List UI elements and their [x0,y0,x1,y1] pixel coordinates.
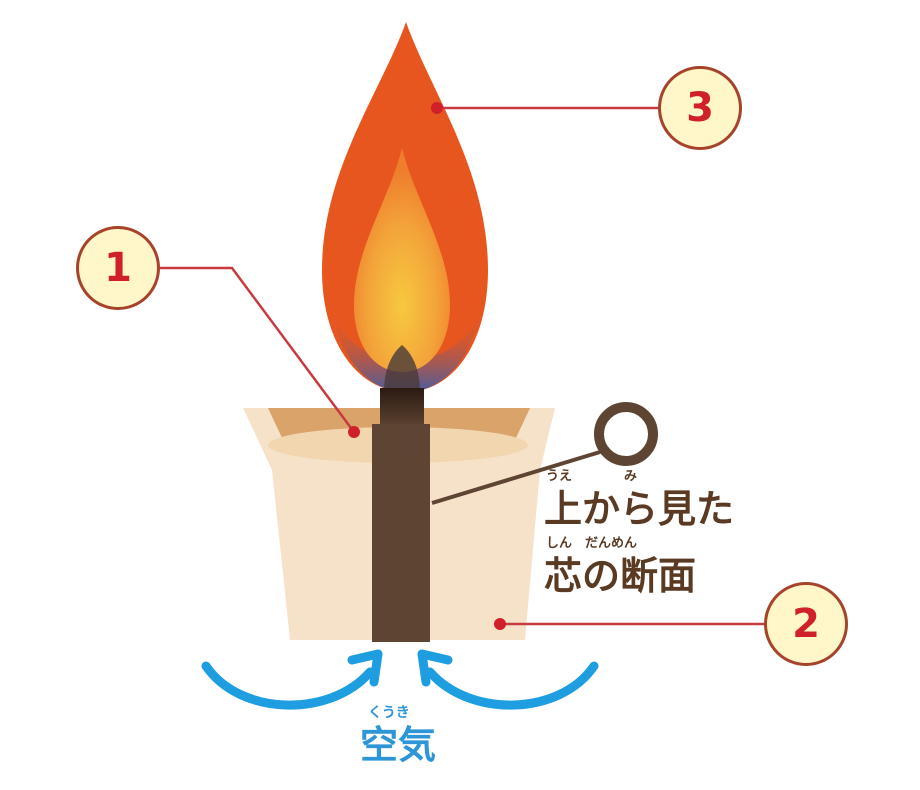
air-ruby: くうき [368,705,410,721]
cross-section-label-line2: 芯の断面 [544,554,697,598]
wick-burnt-top [380,388,424,428]
callout-1-badge: 1 [76,226,160,310]
cross-section-leader-line [431,450,601,505]
cross-section-label-line1: 上から見た [544,487,735,531]
air-arrow-right [417,649,599,710]
cross-section-ruby-top: うえ み [546,469,638,484]
inner-flame [354,148,450,372]
wick [372,424,430,642]
callout-3-badge: 3 [658,66,742,150]
callout-2-badge: 2 [764,582,848,666]
callout-3-dot [431,102,443,114]
wick-cross-section-ring-icon [594,402,658,466]
callout-1-dot [348,426,360,438]
air-arrow-left [201,649,383,710]
flame-dark-core [384,345,420,392]
callout-1-leader [160,266,356,433]
air-label: 空気 [360,723,437,767]
callout-2-dot [494,618,506,630]
cross-section-ruby-bottom: しん だんめん [546,536,638,551]
flame-blue-base [332,310,480,392]
